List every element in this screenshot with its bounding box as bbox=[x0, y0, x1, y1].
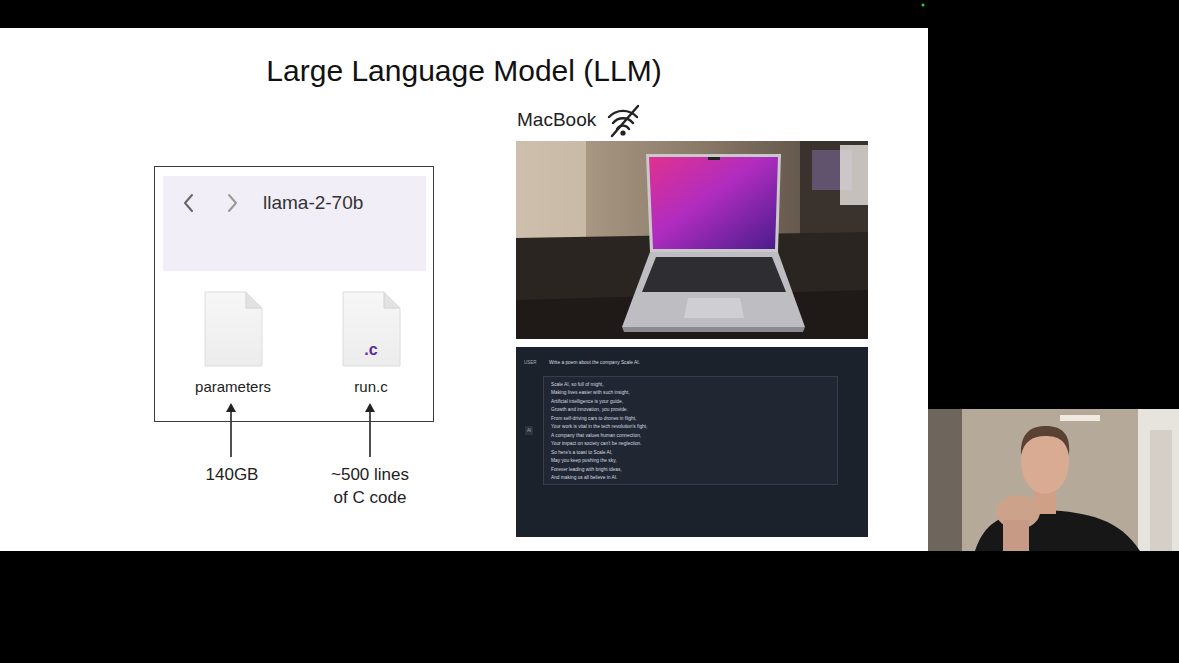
text-slot: Your impact on society can't be neglecti… bbox=[551, 440, 642, 448]
chat-response-box: Scale AI, so full of might,Making lives … bbox=[543, 376, 838, 485]
node-text: Artificial intelligence is your guide, bbox=[551, 398, 623, 406]
text-slot: Artificial intelligence is your guide, bbox=[551, 398, 623, 406]
window-header bbox=[163, 176, 426, 271]
node-text: Your impact on society can't be neglecti… bbox=[551, 440, 642, 448]
webcam-video bbox=[928, 409, 1179, 551]
size-label: ~500 lines of C code bbox=[322, 463, 418, 509]
slide-ground bbox=[0, 28, 928, 551]
node-text: Write a poem about the company Scale AI. bbox=[549, 360, 640, 366]
text-slot: And making us all believe in AI. bbox=[551, 474, 617, 482]
title-slot: Large Language Model (LLM) bbox=[0, 53, 928, 89]
text-slot: .c bbox=[321, 340, 421, 359]
text-slot: AI bbox=[525, 426, 533, 435]
label-slot: 140GB bbox=[182, 463, 282, 486]
leader-arrow bbox=[226, 403, 236, 457]
text-slot: Scale AI, so full of might, bbox=[551, 381, 604, 389]
node-text: Making lives easier with such insight, bbox=[551, 389, 630, 397]
label-slot: MacBook bbox=[517, 108, 596, 131]
device-label: MacBook bbox=[517, 108, 596, 131]
node-text: May you keep pushing the sky, bbox=[551, 457, 617, 465]
node-text: run.c bbox=[321, 378, 421, 396]
node-text: llama-2-70b bbox=[263, 191, 363, 214]
node-text: parameters bbox=[183, 378, 283, 396]
node-text: A company that values human connection, bbox=[551, 432, 641, 440]
node-text: USER bbox=[524, 360, 537, 365]
text-slot: So here's a toast to Scale AI, bbox=[551, 449, 612, 457]
leader-arrow bbox=[365, 403, 375, 457]
forward-chevron bbox=[229, 195, 236, 211]
text-slot: A company that values human connection, bbox=[551, 432, 641, 440]
node-text: Your work is vital in the tech revolutio… bbox=[551, 423, 647, 431]
status-dot bbox=[922, 4, 925, 7]
node-text: Forever leading with bright ideas, bbox=[551, 466, 622, 474]
file-icon bbox=[205, 292, 262, 366]
text-slot: parameters bbox=[183, 378, 283, 396]
folder-window: llama-2-70b parameters .c run.c bbox=[154, 166, 434, 422]
chat-screenshot: USER Write a poem about the company Scale… bbox=[516, 347, 868, 537]
file-node: parameters bbox=[183, 290, 287, 400]
node-text: From self-driving cars to drones in flig… bbox=[551, 415, 636, 423]
text-slot: llama-2-70b bbox=[263, 191, 363, 214]
text-slot: Forever leading with bright ideas, bbox=[551, 466, 622, 474]
text-slot: Your work is vital in the tech revolutio… bbox=[551, 423, 647, 431]
node-text: And making us all believe in AI. bbox=[551, 474, 617, 482]
node-text: Scale AI, so full of might, bbox=[551, 381, 604, 389]
text-slot: May you keep pushing the sky, bbox=[551, 457, 617, 465]
text-slot: Growth and innovation, you provide. bbox=[551, 406, 628, 414]
node-text: AI bbox=[525, 426, 533, 435]
node-text: .c bbox=[321, 340, 421, 359]
wifi-off-icon bbox=[609, 106, 638, 136]
text-slot: Making lives easier with such insight, bbox=[551, 389, 630, 397]
text-slot: run.c bbox=[321, 378, 421, 396]
label-slot: ~500 lines of C code bbox=[322, 463, 418, 509]
size-label: 140GB bbox=[182, 463, 282, 486]
macbook-photo bbox=[516, 141, 868, 339]
text-slot: Write a poem about the company Scale AI. bbox=[549, 360, 640, 366]
text-slot: USER bbox=[524, 360, 537, 365]
node-text: So here's a toast to Scale AI, bbox=[551, 449, 612, 457]
node-text: Growth and innovation, you provide. bbox=[551, 406, 628, 414]
text-slot: From self-driving cars to drones in flig… bbox=[551, 415, 636, 423]
slide-title: Large Language Model (LLM) bbox=[0, 53, 928, 89]
file-node: .c run.c bbox=[321, 290, 425, 400]
back-chevron bbox=[185, 195, 192, 211]
